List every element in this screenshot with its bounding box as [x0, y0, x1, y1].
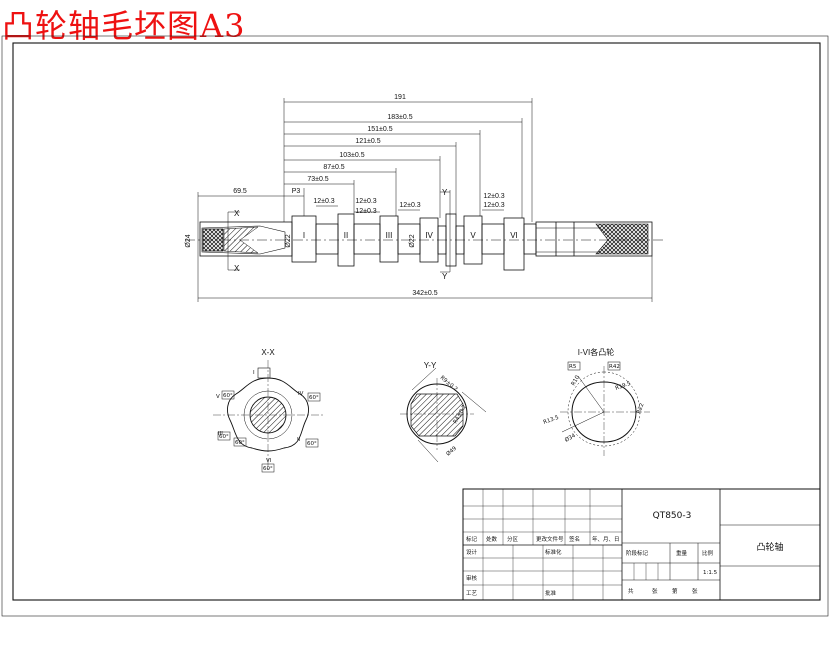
xx-section-view: X-X I V IV III II VI 60° 60° 60° 60° 60°…: [213, 348, 323, 473]
xx-label-5: V: [216, 394, 220, 400]
dim-12-5: 12±0.3: [483, 193, 504, 200]
dim-69: 69.5: [233, 188, 247, 195]
dim-73: 73±0.5: [307, 176, 328, 183]
iv-dim-6: R13.5: [543, 415, 561, 426]
dim-p3: P3: [292, 188, 301, 195]
scale-value: 1:1.5: [703, 570, 718, 576]
journal-label-4: IV: [425, 231, 433, 240]
iv-dim-3: R10: [571, 374, 582, 387]
iv-dim-7: Ø34: [564, 432, 578, 444]
dim-87: 87±0.5: [323, 164, 344, 171]
sheet-gong: 共: [628, 587, 634, 595]
journal-label-1: I: [303, 231, 305, 240]
inner-frame: [12, 42, 821, 601]
row-label-2: 处数: [486, 535, 498, 543]
drawing-title: 凸轮轴毛坯图A3: [2, 7, 246, 45]
sheet-zhang-2: 张: [692, 587, 698, 595]
dim-12-3: 12±0.3: [355, 208, 376, 215]
row-label-4: 更改文件号: [536, 535, 564, 543]
yy-section-view: Y-Y R9±0.2 R4±0.2 Ø49: [400, 361, 487, 463]
iv-dim-1: R5: [569, 364, 577, 370]
iv-dim-2: R42: [609, 364, 620, 370]
section-mark-y-bottom: Y: [442, 272, 448, 281]
left-label-approve: 批准: [545, 589, 557, 597]
sheet-di: 第: [672, 587, 678, 595]
journal-label-6: VI: [510, 231, 518, 240]
dim-151: 151±0.5: [367, 126, 392, 133]
xx-box-1: 60°: [223, 393, 233, 399]
part-name: 凸轮轴: [756, 541, 783, 553]
dim-12-2: 12±0.3: [355, 198, 376, 205]
row-label-1: 标记: [466, 535, 478, 543]
row-label-6: 年、月、日: [592, 535, 620, 543]
iv-dim-5: R22: [636, 402, 645, 414]
dim-12-1: 12±0.3: [313, 198, 334, 205]
title-block: [462, 488, 821, 601]
dim-103: 103±0.5: [339, 152, 364, 159]
iv-dim-4: R19.5: [615, 381, 633, 392]
row-label-3: 分区: [507, 535, 519, 543]
dim-191: 191: [394, 94, 406, 101]
row-label-5: 签名: [569, 535, 580, 543]
part-code: QT850-3: [653, 511, 692, 521]
mid-label-stage: 阶段标记: [626, 549, 649, 557]
dimension-texts: 191 183±0.5 151±0.5 121±0.5 103±0.5 87±0…: [185, 94, 518, 297]
iv-title: I-VI各凸轮: [578, 347, 614, 357]
sheet-zhang-1: 张: [652, 587, 658, 595]
left-label-review: 审核: [466, 574, 478, 582]
dim-183: 183±0.5: [387, 114, 412, 121]
mid-label-weight: 重量: [676, 549, 688, 557]
left-label-design: 设计: [466, 548, 478, 556]
xx-title: X-X: [261, 348, 275, 357]
xx-label-6: VI: [266, 458, 272, 464]
section-mark-x-top: X: [234, 209, 240, 218]
section-mark-y-top: Y: [442, 188, 448, 197]
journal-label-5: V: [470, 231, 476, 240]
journal-label-2: II: [344, 231, 348, 240]
xx-label-2: II: [297, 437, 301, 443]
xx-label-3: III: [218, 431, 223, 437]
dim-121: 121±0.5: [355, 138, 380, 145]
dia-24: Ø24: [185, 234, 192, 247]
yy-dim-3: Ø49: [445, 445, 459, 458]
title-block-text: QT850-3 凸轮轴 标记 处数 分区 更改文件号 签名 年、月、日 设计 标…: [466, 511, 784, 597]
cam-profile-view: I-VI各凸轮 R5 R42 R10 R19.5 R22 R13.5 Ø34: [543, 347, 650, 456]
dim-12-4: 12±0.3: [399, 202, 420, 209]
outer-frame: [1, 35, 829, 617]
dia-22-2: Ø22: [409, 234, 416, 247]
mid-label-scale: 比例: [702, 549, 714, 557]
xx-box-6: 60°: [235, 440, 245, 446]
yy-title: Y-Y: [424, 361, 437, 370]
xx-box-4: 60°: [307, 441, 317, 447]
xx-box-5: 60°: [263, 466, 273, 472]
dim-342: 342±0.5: [412, 290, 437, 297]
dim-12-6: 12±0.3: [483, 202, 504, 209]
journal-label-3: III: [386, 231, 393, 240]
dia-22-1: Ø22: [285, 234, 292, 247]
shaft-main-view: [185, 213, 665, 271]
left-label-process: 工艺: [466, 590, 478, 597]
xx-label-4: IV: [298, 391, 304, 397]
section-mark-x-bottom: X: [234, 264, 240, 273]
xx-box-2: 60°: [309, 395, 319, 401]
xx-label-1: I: [253, 370, 255, 376]
left-label-standard: 标准化: [545, 548, 562, 556]
xx-box-3: 60°: [219, 434, 229, 440]
dimension-lines: [197, 98, 653, 302]
